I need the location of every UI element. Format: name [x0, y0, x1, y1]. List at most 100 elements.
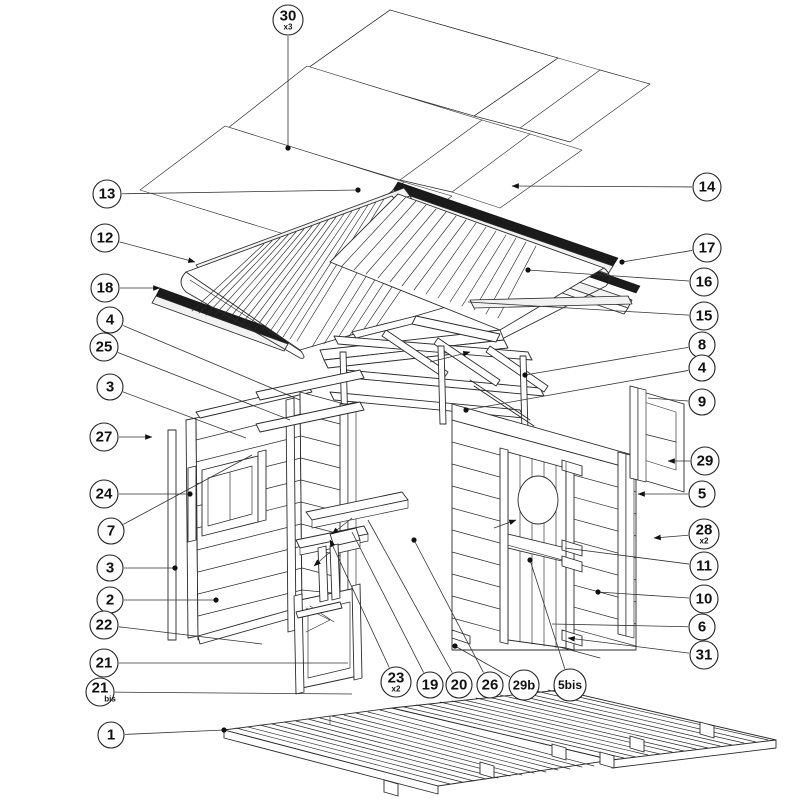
leader-line-13	[121, 189, 359, 195]
callout-circle-29b	[508, 669, 540, 701]
callout-number-11: 11	[696, 558, 712, 575]
callout-number-30: 30	[280, 8, 297, 25]
callout-circle-27	[89, 422, 119, 452]
callout-3b[interactable]: 3	[96, 554, 124, 582]
leader-line-10	[597, 591, 690, 599]
callout-circle-23	[380, 666, 412, 698]
callout-26[interactable]: 26	[476, 671, 504, 699]
callout-20[interactable]: 20	[445, 671, 473, 699]
callout-16[interactable]: 16	[689, 267, 719, 297]
callout-number-10: 10	[696, 591, 713, 608]
leader-line-8	[524, 346, 689, 376]
callout-22[interactable]: 22	[89, 610, 119, 640]
callout-circle-20	[445, 671, 473, 699]
callout-number-23: 23	[388, 670, 405, 687]
callout-14[interactable]: 14	[692, 172, 722, 202]
callout-11[interactable]: 11	[689, 551, 719, 581]
callout-circle-5	[688, 480, 716, 508]
callout-5[interactable]: 5	[688, 480, 716, 508]
callout-number-5bis: 5bis	[558, 678, 582, 692]
callout-circle-6	[688, 613, 716, 641]
callout-circle-7	[97, 517, 125, 545]
callout-29[interactable]: 29	[690, 446, 720, 476]
callout-10[interactable]: 10	[689, 584, 719, 614]
callout-number-4a: 4	[106, 312, 115, 329]
leader-line-29b	[454, 645, 511, 678]
callout-27[interactable]: 27	[89, 422, 119, 452]
callout-number-7: 7	[107, 523, 115, 540]
callout-21[interactable]: 21	[89, 648, 119, 678]
callout-number-9: 9	[698, 394, 706, 411]
leader-line-28	[653, 534, 689, 541]
callout-number-21bis: 21	[92, 680, 109, 697]
callout-6[interactable]: 6	[688, 613, 716, 641]
callout-24[interactable]: 24	[89, 479, 119, 509]
callout-sub-28: x2	[700, 537, 709, 546]
callout-bubbles: 30x313121842532724732222121bis1141716158…	[85, 4, 722, 749]
callout-circle-10	[689, 584, 719, 614]
callout-circle-11	[689, 551, 719, 581]
callout-3a[interactable]: 3	[96, 373, 124, 401]
callout-number-17: 17	[699, 240, 716, 257]
callout-circle-14	[692, 172, 722, 202]
callout-9[interactable]: 9	[688, 388, 716, 416]
callout-number-4b: 4	[698, 360, 707, 377]
callout-1[interactable]: 1	[97, 721, 125, 749]
callout-circle-5bis	[553, 668, 587, 702]
leader-dot-4b	[463, 407, 469, 413]
callout-number-26: 26	[482, 677, 499, 694]
callout-circle-3b	[96, 554, 124, 582]
leader-lines	[114, 36, 693, 735]
callout-15[interactable]: 15	[689, 301, 719, 331]
roof-panel-right	[329, 193, 633, 341]
leader-line-11	[564, 547, 690, 565]
callout-7[interactable]: 7	[97, 517, 125, 545]
leader-dot-26	[411, 537, 417, 543]
callout-circle-18	[90, 273, 120, 303]
leader-dot-24	[187, 491, 193, 497]
loose-trim-pieces	[295, 601, 471, 645]
callout-31[interactable]: 31	[689, 640, 719, 670]
callout-17[interactable]: 17	[692, 233, 722, 263]
callout-number-14: 14	[699, 179, 716, 196]
callout-number-16: 16	[696, 274, 713, 291]
leader-line-12	[119, 241, 196, 263]
callout-19[interactable]: 19	[416, 671, 444, 699]
callout-number-25: 25	[96, 339, 113, 356]
callout-sub-21bis: bis	[104, 695, 116, 704]
callout-18[interactable]: 18	[90, 273, 120, 303]
callout-circle-15	[689, 301, 719, 331]
callout-circle-9	[688, 388, 716, 416]
callout-8[interactable]: 8	[688, 331, 716, 359]
callout-13[interactable]: 13	[92, 179, 122, 209]
leader-dot-2	[213, 597, 219, 603]
callout-5bis[interactable]: 5bis	[553, 668, 587, 702]
callout-circle-19	[416, 671, 444, 699]
leader-line-31	[567, 636, 690, 654]
leader-dot-17	[619, 259, 625, 265]
leader-dot-1	[221, 727, 227, 733]
callout-4b[interactable]: 4	[688, 354, 716, 382]
callout-12[interactable]: 12	[90, 223, 120, 253]
callout-number-19: 19	[422, 677, 439, 694]
callout-circle-25	[89, 332, 119, 362]
leader-line-17	[621, 250, 693, 263]
leader-dot-13	[355, 187, 361, 193]
callout-25[interactable]: 25	[89, 332, 119, 362]
callout-2[interactable]: 2	[96, 586, 124, 614]
leader-dot-29b	[452, 643, 458, 649]
callout-number-20: 20	[451, 677, 468, 694]
leader-line-4b	[465, 370, 689, 411]
callout-number-6: 6	[698, 619, 706, 636]
callout-4a[interactable]: 4	[96, 306, 124, 334]
callout-29b[interactable]: 29b	[508, 669, 540, 701]
leader-line-25	[117, 352, 291, 421]
leader-line-15	[467, 301, 690, 316]
